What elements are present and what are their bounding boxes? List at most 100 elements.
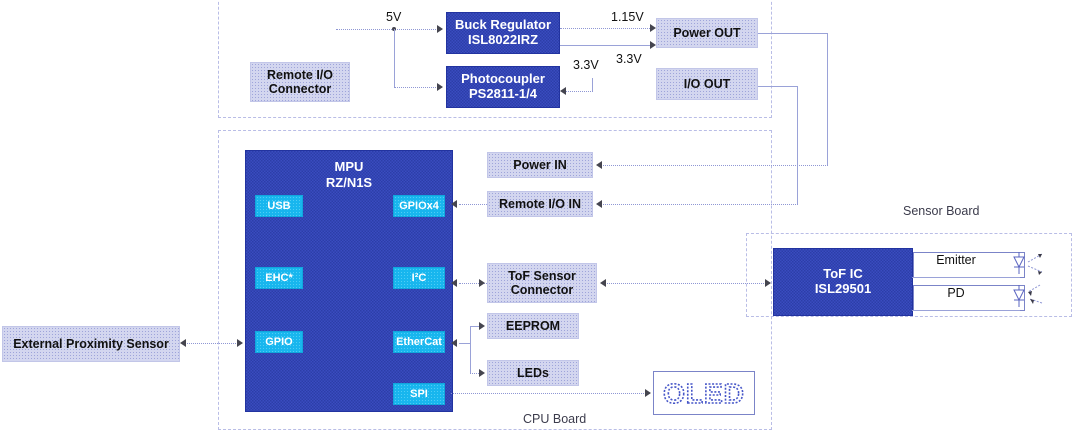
mpu-interface-gpio[interactable]: GPIO xyxy=(255,331,303,353)
wire-3v3-to-photocoupler xyxy=(566,91,593,92)
photodiode-icon xyxy=(1013,284,1043,307)
mpu-interface-usb-label: USB xyxy=(267,199,291,212)
buck-regulator-line1: Buck Regulator xyxy=(454,17,552,33)
mpu-interface-usb[interactable]: USB xyxy=(255,195,303,217)
tof-ic-line1: ToF IC xyxy=(823,266,863,282)
wire-gpiox4-remoteioin xyxy=(459,204,487,205)
mpu-interface-gpio-label: GPIO xyxy=(265,335,293,348)
remote-io-connector-block[interactable]: Remote I/O Connector xyxy=(250,62,350,102)
power-out-label: Power OUT xyxy=(673,26,741,40)
remote-io-in-block[interactable]: Remote I/O IN xyxy=(487,191,593,217)
rail-3v3-a-label: 3.3V xyxy=(573,58,599,72)
mpu-interface-spi[interactable]: SPI xyxy=(393,383,445,405)
arrow-gpio-in xyxy=(237,339,243,347)
mpu-interface-ehc-label: EHC* xyxy=(265,271,293,284)
oled-block[interactable]: OLED xyxy=(653,371,755,415)
leds-label: LEDs xyxy=(517,366,549,380)
power-in-block[interactable]: Power IN xyxy=(487,152,593,178)
wire-5v-drop xyxy=(394,29,395,87)
tof-sensor-connector-line2: Connector xyxy=(510,283,574,297)
cpu-board-label: CPU Board xyxy=(523,412,587,426)
wire-to-power-in xyxy=(601,165,828,166)
mpu-interface-ehc[interactable]: EHC* xyxy=(255,267,303,289)
emitter-led-icon xyxy=(1013,252,1043,275)
wire-5v-to-photocoupler xyxy=(394,87,442,88)
io-out-label: I/O OUT xyxy=(683,77,731,91)
wire-ethercat-stub xyxy=(459,343,471,344)
external-proximity-sensor-block[interactable]: External Proximity Sensor xyxy=(2,326,180,362)
arrow-tofic-in xyxy=(765,279,771,287)
mpu-interface-spi-label: SPI xyxy=(410,387,428,400)
emitter-label: Emitter xyxy=(936,253,976,267)
external-proximity-sensor-label: External Proximity Sensor xyxy=(13,337,169,351)
arrow-proximity-in xyxy=(180,339,186,347)
sensor-board-label: Sensor Board xyxy=(903,204,980,218)
power-out-block[interactable]: Power OUT xyxy=(656,18,758,48)
wire-buck-to-powerout-1v15 xyxy=(560,28,652,29)
wire-branch-eeprom xyxy=(470,326,481,327)
mpu-title: MPU RZ/N1S xyxy=(246,159,452,192)
mpu-title-line2: RZ/N1S xyxy=(325,175,373,191)
tof-sensor-connector-line1: ToF Sensor xyxy=(508,269,576,283)
mpu-title-line1: MPU xyxy=(334,159,364,174)
photocoupler-line2: PS2811-1/4 xyxy=(469,86,537,101)
mpu-interface-i2c[interactable]: I²C xyxy=(393,267,445,289)
eeprom-block[interactable]: EEPROM xyxy=(487,313,579,339)
power-in-label: Power IN xyxy=(513,158,567,172)
io-out-block[interactable]: I/O OUT xyxy=(656,68,758,100)
wire-spi-oled xyxy=(451,393,650,394)
wire-ethercat-branch xyxy=(470,326,471,373)
remote-io-in-label: Remote I/O IN xyxy=(499,197,581,211)
mpu-interface-gpiox4-label: GPIOx4 xyxy=(399,199,439,212)
arrow-eeprom-in xyxy=(479,322,485,330)
wire-powerout-right xyxy=(758,33,828,34)
wire-tofic-pd xyxy=(912,310,1020,311)
wire-i2c-tofconnector xyxy=(459,283,487,284)
wire-ioout-down xyxy=(797,86,798,204)
wire-tofconnector-tofic xyxy=(604,283,770,284)
arrow-tofconnector-in xyxy=(479,279,485,287)
svg-text:OLED: OLED xyxy=(663,378,745,409)
wire-5v-to-buck xyxy=(336,29,442,30)
mpu-interface-ethercat-label: EtherCat xyxy=(396,335,442,348)
tof-sensor-connector-block[interactable]: ToF Sensor Connector xyxy=(487,263,597,303)
photocoupler-block[interactable]: Photocoupler PS2811-1/4 xyxy=(446,66,560,108)
rail-5v-label: 5V xyxy=(386,10,402,24)
arrow-5v-buck xyxy=(437,25,443,33)
pd-block[interactable]: PD xyxy=(913,285,1025,311)
arrow-leds-in xyxy=(479,369,485,377)
buck-regulator-block[interactable]: Buck Regulator ISL8022IRZ xyxy=(446,12,560,54)
pd-label: PD xyxy=(947,286,965,300)
arrow-1v15-powerout xyxy=(650,24,656,32)
mpu-interface-gpiox4[interactable]: GPIOx4 xyxy=(393,195,445,217)
wire-ioout-right xyxy=(758,86,798,87)
sensor-board-region xyxy=(746,233,1072,317)
wire-powerout-down xyxy=(827,33,828,165)
arrow-oled-in xyxy=(645,389,651,397)
mpu-block[interactable]: MPU RZ/N1S USB EHC* GPIO GPIOx4 I²C Ethe… xyxy=(245,150,453,412)
rail-3v3-b-label: 3.3V xyxy=(616,52,642,66)
arrow-3v3-photocoupler xyxy=(560,87,566,95)
remote-io-connector-line1: Remote I/O xyxy=(267,68,333,82)
arrow-ethercat-in xyxy=(451,339,457,347)
power-board-region xyxy=(218,0,772,118)
cpu-board-region xyxy=(218,130,772,430)
arrow-gpiox4 xyxy=(451,200,457,208)
photocoupler-line1: Photocoupler xyxy=(461,71,545,87)
mpu-interface-i2c-label: I²C xyxy=(411,271,427,284)
mpu-interface-ethercat[interactable]: EtherCat xyxy=(393,331,445,353)
buck-regulator-line2: ISL8022IRZ xyxy=(467,32,539,47)
arrow-tofconnector-from-ic xyxy=(600,279,606,287)
oled-outline-text: OLED xyxy=(662,377,745,410)
arrow-3v3-powerout xyxy=(650,41,656,49)
arrow-i2c-in xyxy=(451,279,457,287)
wire-proximity-gpio xyxy=(185,343,242,344)
tof-ic-block[interactable]: ToF IC ISL29501 xyxy=(773,248,913,316)
wire-3v3-tap-drop xyxy=(592,78,593,91)
arrow-remote-io-in xyxy=(596,200,602,208)
leds-block[interactable]: LEDs xyxy=(487,360,579,386)
remote-io-connector-line2: Connector xyxy=(268,82,332,96)
wire-to-remote-io-in xyxy=(601,204,798,205)
rail-1v15-label: 1.15V xyxy=(611,10,644,24)
